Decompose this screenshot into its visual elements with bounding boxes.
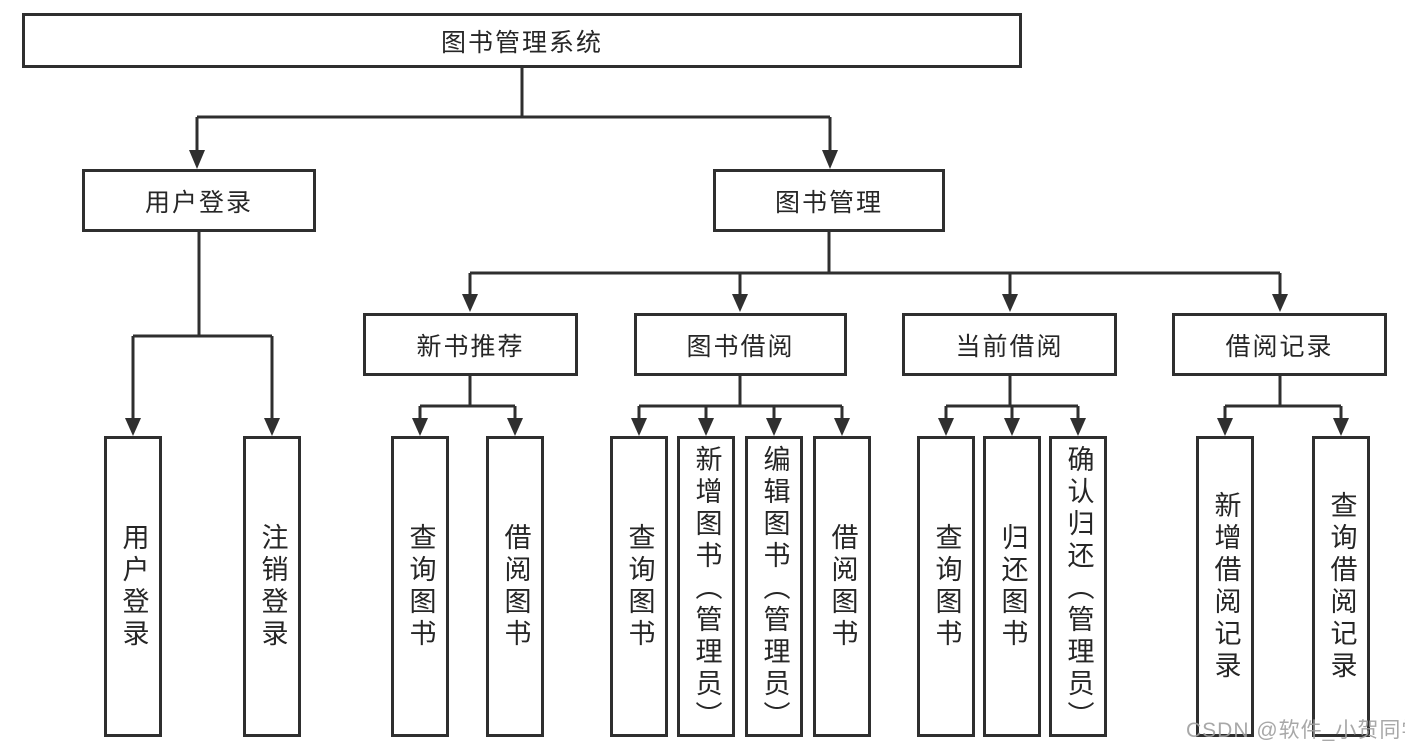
arrowhead <box>1004 418 1020 436</box>
arrowhead <box>732 294 748 312</box>
leaf-label: 确认归还（管理员） <box>1063 445 1094 733</box>
node-book-borrow: 图书借阅 <box>634 313 847 376</box>
arrowhead <box>264 418 280 436</box>
node-borrow-records: 借阅记录 <box>1172 313 1387 376</box>
connector-book-borrow-to-leaves <box>631 376 850 436</box>
arrowhead <box>631 418 647 436</box>
leaf-label: 注销登录 <box>257 522 288 651</box>
node-book-management: 图书管理 <box>713 169 945 232</box>
leaf-label: 查询借阅记录 <box>1326 490 1357 683</box>
leaf-label: 查询图书 <box>931 522 962 651</box>
leaf-label: 归还图书 <box>997 522 1028 651</box>
node-label: 用户登录 <box>144 188 253 217</box>
connector-current-borrow-to-leaves <box>938 376 1086 436</box>
node-label: 当前借阅 <box>955 332 1064 361</box>
arrowhead <box>125 418 141 436</box>
leaf-return-books: 归还图书 <box>983 436 1041 737</box>
leaf-add-borrow-record: 新增借阅记录 <box>1196 436 1254 737</box>
connector-book-management-to-level3 <box>462 232 1288 312</box>
leaf-label: 编辑图书（管理员） <box>759 445 790 733</box>
node-label: 图书管理系统 <box>440 28 603 57</box>
leaf-borrow-books-recommend: 借阅图书 <box>486 436 544 737</box>
leaf-query-books-recommend: 查询图书 <box>391 436 449 737</box>
leaf-label: 借阅图书 <box>500 522 531 651</box>
leaf-add-books-admin: 新增图书（管理员） <box>677 436 735 737</box>
node-user-login: 用户登录 <box>82 169 316 232</box>
arrowhead <box>1272 294 1288 312</box>
leaf-label: 查询图书 <box>624 522 655 651</box>
node-new-book-recommend: 新书推荐 <box>363 313 578 376</box>
connector-new-book-to-leaves <box>412 376 523 436</box>
node-label: 图书借阅 <box>686 332 795 361</box>
node-label: 图书管理 <box>774 188 883 217</box>
leaf-confirm-return-admin: 确认归还（管理员） <box>1049 436 1107 737</box>
node-label: 借阅记录 <box>1225 332 1334 361</box>
arrowhead <box>189 150 205 169</box>
node-current-borrow: 当前借阅 <box>902 313 1117 376</box>
arrowhead <box>462 294 478 312</box>
leaf-logout-login: 注销登录 <box>243 436 301 737</box>
csdn-watermark: CSDN @软件_小贺同学 <box>1186 719 1405 742</box>
arrowhead <box>698 418 714 436</box>
leaf-label: 用户登录 <box>118 522 149 651</box>
leaf-label: 借阅图书 <box>827 522 858 651</box>
leaf-user-login: 用户登录 <box>104 436 162 737</box>
leaf-label: 新增图书（管理员） <box>691 445 722 733</box>
connector-borrow-records-to-leaves <box>1217 376 1349 436</box>
leaf-query-books-current: 查询图书 <box>917 436 975 737</box>
arrowhead <box>1217 418 1233 436</box>
leaf-query-borrow-record: 查询借阅记录 <box>1312 436 1370 737</box>
connector-user-login-to-leaves <box>125 232 280 436</box>
arrowhead <box>1002 294 1018 312</box>
arrowhead <box>507 418 523 436</box>
arrowhead <box>938 418 954 436</box>
leaf-label: 新增借阅记录 <box>1210 490 1241 683</box>
node-label: 新书推荐 <box>416 332 525 361</box>
node-library-management-system: 图书管理系统 <box>22 13 1022 68</box>
leaf-label: 查询图书 <box>405 522 436 651</box>
arrowhead <box>1070 418 1086 436</box>
arrowhead <box>834 418 850 436</box>
arrowhead <box>412 418 428 436</box>
leaf-borrow-books: 借阅图书 <box>813 436 871 737</box>
connector-root-to-level2 <box>189 68 838 169</box>
leaf-edit-books-admin: 编辑图书（管理员） <box>745 436 803 737</box>
arrowhead <box>822 150 838 169</box>
leaf-query-books-borrow: 查询图书 <box>610 436 668 737</box>
arrowhead <box>766 418 782 436</box>
arrowhead <box>1333 418 1349 436</box>
